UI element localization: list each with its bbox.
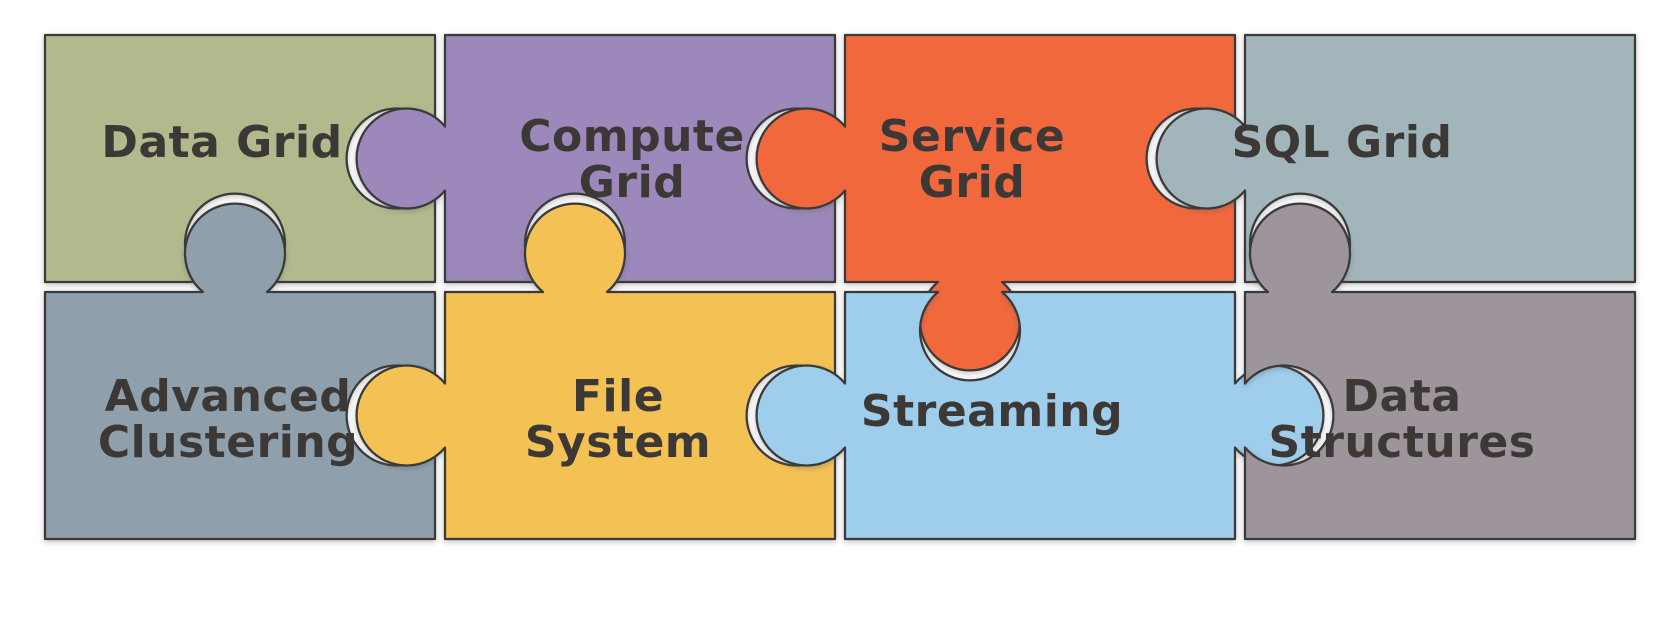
puzzle-piece-data-structures [1243,202,1637,541]
puzzle-piece-data-grid [43,33,437,284]
puzzle-piece-compute-grid [355,33,837,284]
puzzle-piece-service-grid [755,33,1237,372]
puzzle-piece-file-system [355,202,837,541]
puzzle-piece-streaming [755,290,1325,541]
